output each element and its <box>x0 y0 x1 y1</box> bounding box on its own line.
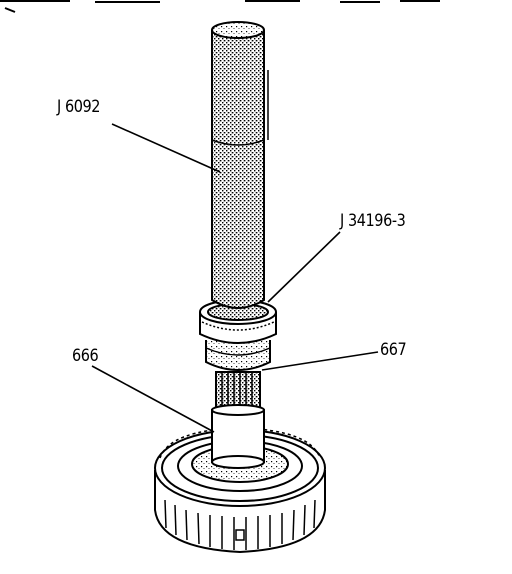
leader-j6092 <box>111 123 221 173</box>
label-667: 667 <box>380 340 407 360</box>
top-edge-fragments <box>0 0 440 13</box>
label-j6092: J 6092 <box>57 97 101 117</box>
leader-666 <box>91 365 215 433</box>
installer-tool-tube <box>211 21 269 309</box>
leader-j34196 <box>267 231 341 303</box>
label-j34196: J 34196-3 <box>340 211 406 231</box>
leader-667 <box>261 351 379 371</box>
splined-shaft <box>211 371 265 469</box>
installer-collar <box>199 299 277 371</box>
leader-lines <box>91 123 379 433</box>
label-666: 666 <box>72 346 99 366</box>
